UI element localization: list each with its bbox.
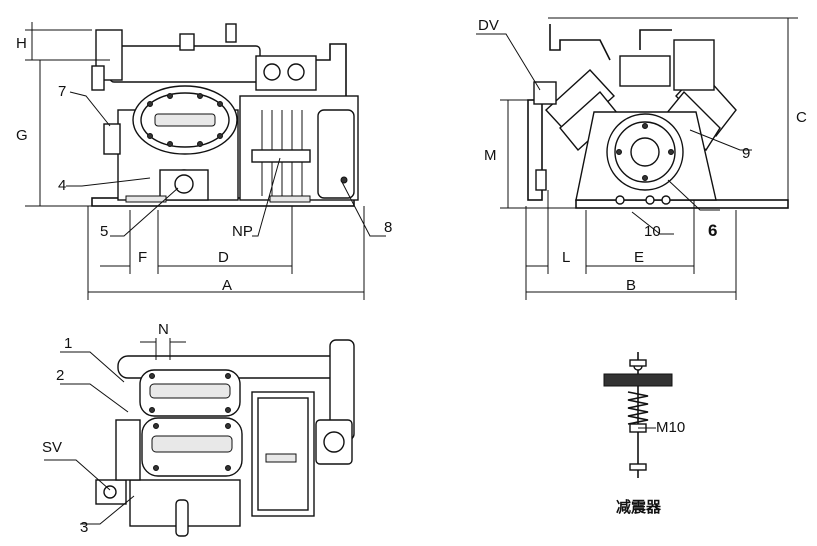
label-8: 8 [384, 219, 392, 236]
label-DV: DV [478, 17, 499, 34]
label-G: G [16, 127, 28, 144]
label-L: L [562, 249, 570, 266]
label-damper: 减震器 [616, 498, 662, 516]
label-C: C [796, 109, 807, 126]
label-F: F [138, 249, 147, 266]
label-2: 2 [56, 367, 64, 384]
label-E: E [634, 249, 644, 266]
label-M: M [484, 147, 497, 164]
front-view [91, 23, 359, 207]
label-9: 9 [742, 145, 750, 162]
top-view-dimensions [44, 338, 186, 525]
side-view [527, 24, 789, 209]
label-N: N [158, 321, 169, 338]
top-view [95, 339, 355, 537]
label-4: 4 [58, 177, 66, 194]
label-SV: SV [42, 439, 62, 456]
label-B: B [626, 277, 636, 294]
side-dimensions [476, 17, 798, 300]
label-H: H [16, 35, 27, 52]
label-D: D [218, 249, 229, 266]
label-3: 3 [80, 519, 88, 536]
label-M10: M10 [656, 419, 685, 436]
label-6: 6 [708, 221, 717, 240]
label-7: 7 [58, 83, 66, 100]
label-1: 1 [64, 335, 72, 352]
damper-detail [603, 352, 673, 478]
label-10: 10 [644, 223, 661, 240]
front-dimensions [25, 22, 386, 300]
label-5: 5 [100, 223, 108, 240]
label-A: A [222, 277, 232, 294]
label-NP: NP [232, 223, 253, 240]
